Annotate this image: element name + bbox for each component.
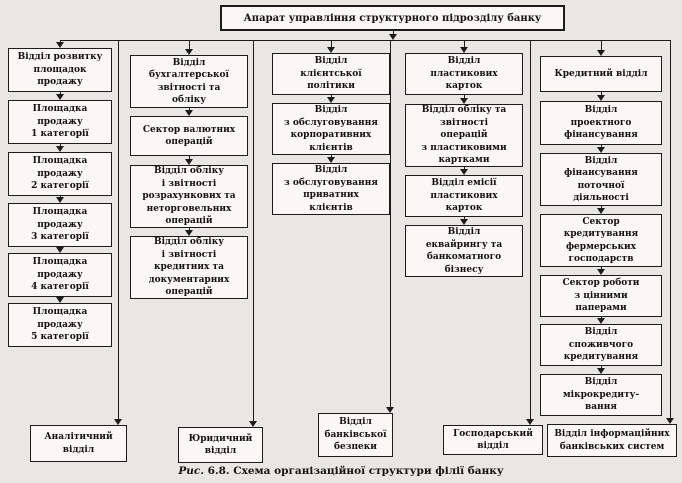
org-unit-box-credit-2: Відділ проектного фінансування: [540, 101, 662, 145]
org-unit-box-accounting-4: Відділ обліку і звітності кредитних та д…: [130, 236, 248, 299]
org-unit-box-sales-development-3: Площадка продажу 2 категорії: [8, 152, 112, 196]
rail-down-arrow: [114, 40, 123, 425]
org-unit-box-credit-6: Відділ споживчого кредитування: [540, 324, 662, 366]
org-unit-box-credit-1: Кредитний відділ: [540, 56, 662, 92]
column-link-arrow: [56, 247, 65, 253]
column-link-arrow: [597, 317, 606, 324]
org-unit-box-sales-development-2: Площадка продажу 1 категорії: [8, 100, 112, 144]
column-link-arrow: [327, 155, 336, 163]
column-link-arrow: [56, 92, 65, 100]
org-unit-box-plastic-cards-1: Відділ пластикових карток: [405, 53, 523, 95]
org-unit-box-client-policy-2: Відділ з обслуговування корпоративних кл…: [272, 103, 390, 155]
column-link-arrow: [460, 217, 469, 225]
org-unit-box-credit-4: Сектор кредитування фермерських господар…: [540, 214, 662, 267]
org-unit-box-credit-7: Відділ мікрокредиту- вання: [540, 374, 662, 416]
figure-number: 6.8.: [207, 465, 230, 477]
org-unit-box-sales-development-5: Площадка продажу 4 категорії: [8, 253, 112, 297]
column-link-arrow: [460, 167, 469, 175]
org-unit-box-accounting-2: Сектор валютних операцій: [130, 116, 248, 156]
figure-caption-text: Схема організаційної структури філії бан…: [233, 465, 504, 477]
org-unit-box-bottom-5: Відділ інформаційних банківських систем: [547, 424, 677, 457]
org-unit-box-plastic-cards-2: Відділ обліку та звітності операцій з пл…: [405, 104, 523, 167]
column-link-arrow: [597, 145, 606, 153]
connector-rail-horizontal: [60, 40, 670, 42]
column-link-arrow: [56, 144, 65, 152]
figure-label: Рис.: [178, 465, 204, 477]
column-link-arrow: [460, 95, 469, 104]
org-unit-box-bottom-1: Аналітичний відділ: [30, 425, 127, 462]
org-unit-box-credit-5: Сектор роботи з цінними паперами: [540, 275, 662, 317]
rail-down-arrow: [249, 40, 258, 427]
root-box-bank-management: Апарат управління структурного підрозділ…: [220, 5, 565, 31]
column-link-arrow: [597, 366, 606, 374]
column-link-arrow: [597, 206, 606, 214]
org-unit-box-sales-development-1: Відділ розвитку площадок продажу: [8, 48, 112, 92]
org-unit-box-client-policy-1: Відділ клієнтської політики: [272, 53, 390, 95]
column-link-arrow: [56, 297, 65, 303]
figure-caption: Рис. 6.8. Схема організаційної структури…: [0, 465, 682, 477]
org-unit-box-plastic-cards-4: Відділ еквайрингу та банкоматного бізнес…: [405, 225, 523, 277]
column-link-arrow: [597, 92, 606, 101]
rail-down-arrow: [666, 40, 675, 424]
root-down-arrow: [389, 31, 398, 40]
column-link-arrow: [327, 95, 336, 103]
column-drop-arrow: [56, 40, 65, 48]
column-link-arrow: [185, 108, 194, 116]
column-drop-arrow: [460, 40, 469, 53]
org-unit-box-bottom-3: Відділ банківської безпеки: [318, 413, 393, 457]
rail-down-arrow: [386, 40, 395, 413]
org-unit-box-accounting-1: Відділ бухгалтерської звітності та облік…: [130, 55, 248, 108]
column-drop-arrow: [327, 40, 336, 53]
org-unit-box-sales-development-4: Площадка продажу 3 категорії: [8, 203, 112, 247]
org-unit-box-bottom-4: Господарський відділ: [443, 425, 543, 455]
column-link-arrow: [597, 267, 606, 275]
org-unit-box-client-policy-3: Відділ з обслуговування приватних клієнт…: [272, 163, 390, 215]
org-unit-box-bottom-2: Юридичний відділ: [178, 427, 263, 463]
org-unit-box-accounting-3: Відділ обліку і звітності розрахункових …: [130, 165, 248, 228]
column-link-arrow: [185, 228, 194, 236]
column-link-arrow: [185, 156, 194, 165]
org-unit-box-plastic-cards-3: Відділ емісії пластикових карток: [405, 175, 523, 217]
column-drop-arrow: [185, 40, 194, 55]
org-unit-box-sales-development-6: Площадка продажу 5 категорії: [8, 303, 112, 347]
column-drop-arrow: [597, 40, 606, 56]
column-link-arrow: [56, 196, 65, 203]
rail-down-arrow: [526, 40, 535, 425]
org-unit-box-credit-3: Відділ фінансування поточної діяльності: [540, 153, 662, 206]
